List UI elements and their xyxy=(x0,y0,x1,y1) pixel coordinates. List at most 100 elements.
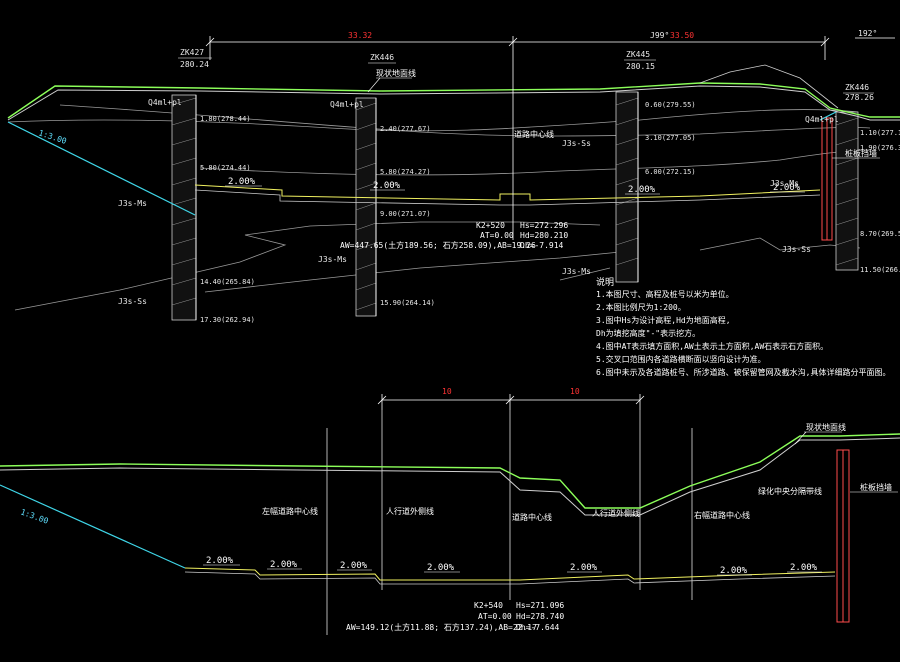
upper-hd: Hd=280.210 xyxy=(520,231,568,240)
dim-width-right-b: 33.50 xyxy=(670,31,694,40)
note-item: 1.本图尺寸、高程及桩号以米为单位。 xyxy=(596,289,734,299)
lower-hs: Hs=271.096 xyxy=(516,601,564,610)
lower-ground-line xyxy=(0,433,900,516)
bh3-depth: 6.00(272.15) xyxy=(645,168,696,176)
lower-grade-labels: 2.00% 2.00% 2.00% 2.00% 2.00% 2.00% 2.00… xyxy=(203,556,822,576)
lower-dh: Dh=-7.644 xyxy=(516,623,560,632)
upper-station-info: K2+520 AT=0.00 Hs=272.296 Hd=280.210 Dh=… xyxy=(340,221,568,250)
bh2-depth: 5.80(274.27) xyxy=(380,168,431,176)
lower-road-surface xyxy=(184,567,836,585)
bh1-depth-list: 1.80(278.44) 5.80(274.44) 14.40(265.84) … xyxy=(200,115,255,324)
upper-cross-section: 33.32 J99° 33.50 192° ZK427 280.24 ZK446… xyxy=(7,29,900,324)
note-item: 2.本图比例尺为1:200。 xyxy=(596,302,686,312)
bh2-depth: 2.40(277.67) xyxy=(380,125,431,133)
upper-hs: Hs=272.296 xyxy=(520,221,568,230)
lower-left-road-label: 左幅道路中心线 xyxy=(262,506,318,516)
lower-at: AT=0.00 xyxy=(478,612,512,621)
lower-center-label: 道路中心线 xyxy=(512,512,552,522)
grade-label: 2.00% xyxy=(628,185,656,195)
bh1-depth: 17.30(262.94) xyxy=(200,316,255,324)
grade-label: 2.00% xyxy=(790,563,818,573)
lower-station-info: K2+540 AT=0.00 Hs=271.096 Hd=278.740 Dh=… xyxy=(346,601,564,632)
note-item: 4.图中AT表示填方面积,AW土表示土方面积,AW石表示石方面积。 xyxy=(596,341,828,351)
upper-aw: AW=447.65(土方189.56; 石方258.09),AB=19.26 xyxy=(340,240,536,250)
lower-dim-right: 10 xyxy=(570,387,580,396)
bh4-id: ZK446 xyxy=(845,83,869,92)
layer-qml-2: Q4ml+pl xyxy=(330,100,364,109)
lower-dimension-line xyxy=(377,394,645,410)
upper-at: AT=0.00 xyxy=(480,231,514,240)
grade-label: 2.00% xyxy=(427,563,455,573)
bh4-depth: 1.90(276.36) xyxy=(860,144,900,152)
bh4-depth: 11.50(266.76) xyxy=(860,266,900,274)
grade-label: 2.00% xyxy=(373,181,401,191)
note-item: Dh为填挖高度"-"表示挖方。 xyxy=(596,328,700,338)
upper-ground-line xyxy=(7,64,900,121)
layer-ms-2: J3s-Ms xyxy=(318,255,347,264)
upper-dimension-line xyxy=(205,36,895,60)
layer-ss-3: J3s-Ss xyxy=(782,245,811,254)
lower-median-label: 绿化中央分隔带线 xyxy=(758,486,822,496)
lower-slope-line xyxy=(0,484,186,569)
bh3-depth: 0.60(279.55) xyxy=(645,101,696,109)
layer-ms-1: J3s-Ms xyxy=(118,199,147,208)
note-item: 6.图中未示及各道路桩号、所涉道路、被保留管网及截水沟,具体详细路分平面图。 xyxy=(596,367,890,377)
bh4-depth: 8.70(269.56) xyxy=(860,230,900,238)
borehole-3 xyxy=(615,91,639,283)
layer-qml-1: Q4ml+pl xyxy=(148,98,182,107)
borehole-4 xyxy=(835,111,859,271)
grade-label: 2.00% xyxy=(206,556,234,566)
layer-ss-1: J3s-Ss xyxy=(118,297,147,306)
bh2-depth-list: 2.40(277.67) 5.80(274.27) 9.00(271.07) 1… xyxy=(380,125,435,307)
lower-right-road-label: 右幅道路中心线 xyxy=(694,510,750,520)
bh4-depth: 1.10(277.16) xyxy=(860,129,900,137)
upper-slope-line xyxy=(7,111,837,216)
lower-wall-label: 桩板挡墙 xyxy=(860,482,892,492)
note-item: 5.交叉口范围内各道路横断面以竖向设计为准。 xyxy=(596,354,766,364)
bh3-depth-list: 0.60(279.55) 3.10(277.05) 6.00(272.15) xyxy=(645,101,696,176)
notes-title: 说明 xyxy=(596,276,614,288)
upper-centerline-label: 道路中心线 xyxy=(514,129,554,139)
layer-qml-3: Q4ml+pl xyxy=(805,115,839,124)
lower-pile-wall xyxy=(836,449,850,623)
bh1-id: ZK427 xyxy=(180,48,204,57)
note-item: 3.图中Hs为设计高程,Hd为地面高程, xyxy=(596,315,731,325)
upper-slope-ratio: 1:3.00 xyxy=(37,128,67,146)
upper-dh: Dh=-7.914 xyxy=(520,241,564,250)
lower-sidewalk1-label: 人行道外侧线 xyxy=(386,506,434,516)
bh1-depth: 1.80(278.44) xyxy=(200,115,251,123)
bh4-elev: 278.26 xyxy=(845,93,874,102)
grade-label: 2.00% xyxy=(228,177,256,187)
layer-ms-4: J3s-Ms xyxy=(770,179,799,188)
upper-wall-label: 桩板挡墙 xyxy=(845,148,877,158)
bh3-depth: 3.10(277.05) xyxy=(645,134,696,142)
bh3-id: ZK445 xyxy=(626,50,650,59)
grade-label: 2.00% xyxy=(720,566,748,576)
upper-boreholes xyxy=(171,91,859,321)
bh2-id: ZK446 xyxy=(370,53,394,62)
upper-ground-label: 现状地面线 xyxy=(376,68,416,78)
bh2-depth: 9.00(271.07) xyxy=(380,210,431,218)
grade-label: 2.00% xyxy=(773,183,801,193)
lower-slope-ratio: 1:3.00 xyxy=(19,507,49,525)
upper-stratum-lines xyxy=(7,104,871,311)
drawing-notes: 说明 1.本图尺寸、高程及桩号以米为单位。 2.本图比例尺为1:200。 3.图… xyxy=(596,276,890,377)
upper-pile-wall xyxy=(821,117,833,241)
upper-station: K2+520 xyxy=(476,221,505,230)
upper-borehole-labels: ZK427 280.24 ZK446 ZK445 280.15 ZK446 27… xyxy=(178,48,874,102)
layer-ms-3: J3s-Ms xyxy=(562,267,591,276)
upper-road-surface xyxy=(194,184,821,206)
grade-label: 2.00% xyxy=(270,560,298,570)
dim-width-left: 33.32 xyxy=(348,31,372,40)
upper-grade-labels: 2.00% 2.00% 2.00% 2.00% xyxy=(225,177,805,195)
lower-reference-lines xyxy=(326,410,693,635)
bh1-depth: 14.40(265.84) xyxy=(200,278,255,286)
grade-label: 2.00% xyxy=(570,563,598,573)
bh1-elev: 280.24 xyxy=(180,60,209,69)
borehole-2 xyxy=(355,97,377,317)
bh2-depth: 15.90(264.14) xyxy=(380,299,435,307)
lower-dim-left: 10 xyxy=(442,387,452,396)
bh1-depth: 5.80(274.44) xyxy=(200,164,251,172)
layer-ss-2: J3s-Ss xyxy=(562,139,591,148)
